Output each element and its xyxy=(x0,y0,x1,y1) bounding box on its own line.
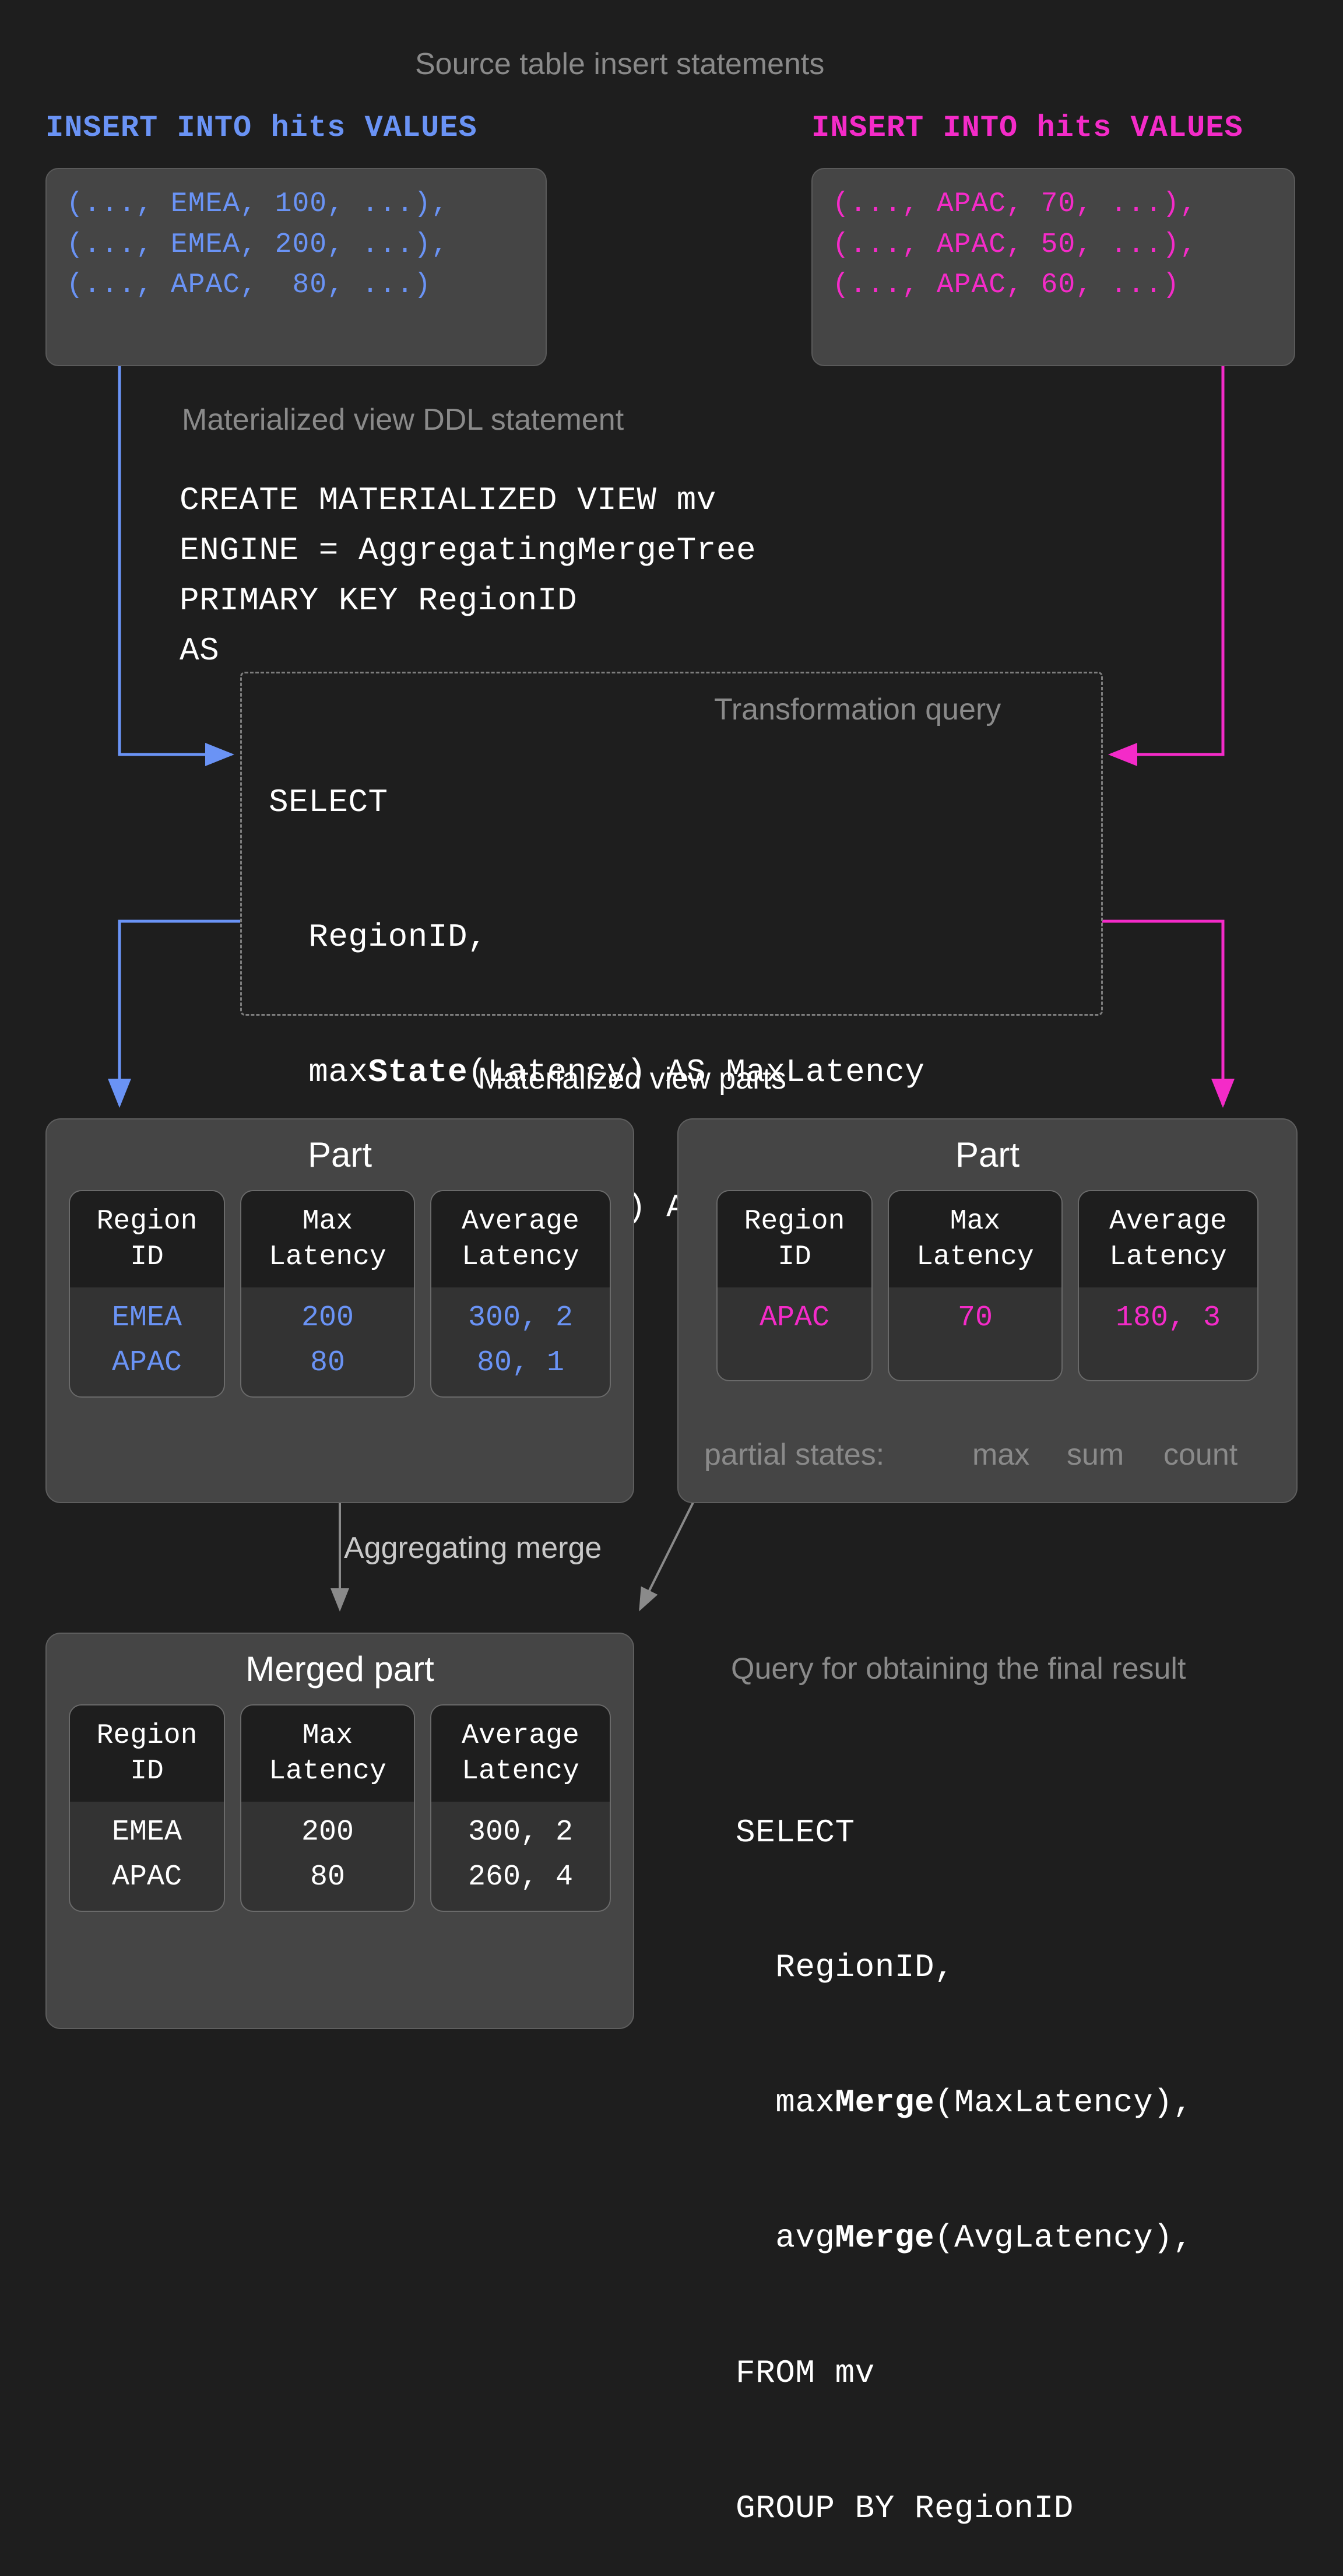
merged-part-column: Average Latency 300, 2 260, 4 xyxy=(430,1704,611,1912)
tq-line-3-pre: max xyxy=(269,1054,368,1092)
table-cell: 70 xyxy=(957,1301,993,1335)
column-header: Max Latency xyxy=(241,1705,414,1802)
table-cell: 260, 4 xyxy=(467,1861,574,1894)
transformation-query-box: Transformation query SELECT RegionID, ma… xyxy=(240,672,1103,1497)
final-query-code: SELECT RegionID, maxMerge(MaxLatency), a… xyxy=(736,1720,1193,2576)
merged-part-title: Merged part xyxy=(245,1650,434,1689)
tq-line-2: RegionID, xyxy=(269,918,488,956)
table-cell: 80 xyxy=(310,1346,345,1380)
part-right-column: Max Latency 70 xyxy=(888,1190,1063,1382)
tq-line-3-bold: State xyxy=(368,1054,468,1092)
insert-left-header: INSERT INTO hits VALUES xyxy=(45,111,477,145)
table-cell: 200 xyxy=(301,1815,354,1849)
heading-source-inserts: Source table insert statements xyxy=(415,47,825,81)
insert-right-row: (..., APAC, 70, ...), xyxy=(832,188,1197,220)
column-header: Average Latency xyxy=(1079,1191,1257,1287)
merged-part-column: Region ID EMEA APAC xyxy=(69,1704,225,1912)
fq-line-3-bold: Merge xyxy=(835,2084,935,2122)
column-header: Region ID xyxy=(70,1191,224,1287)
fq-line-4-bold: Merge xyxy=(835,2219,935,2256)
partial-state-max: max xyxy=(972,1438,1030,1472)
fq-line-5: FROM mv xyxy=(736,2354,875,2392)
part-right-title: Part xyxy=(955,1135,1020,1174)
tq-line-1: SELECT xyxy=(269,783,388,821)
merged-part: Merged part Region ID EMEA APAC Max Late… xyxy=(45,1633,634,2029)
fq-line-4-pre: avg xyxy=(736,2219,835,2256)
part-left-column: Region ID EMEA APAC xyxy=(69,1190,225,1398)
insert-right-header: INSERT INTO hits VALUES xyxy=(811,111,1243,145)
part-right-column: Average Latency 180, 3 xyxy=(1078,1190,1258,1382)
column-header: Max Latency xyxy=(241,1191,414,1287)
ddl-line: CREATE MATERIALIZED VIEW mv xyxy=(180,482,716,519)
table-cell: 180, 3 xyxy=(1115,1301,1221,1335)
part-right-column: Region ID APAC xyxy=(716,1190,873,1382)
part-left-column: Max Latency 200 80 xyxy=(240,1190,415,1398)
fq-line-6: GROUP BY RegionID xyxy=(736,2489,1074,2527)
table-cell: APAC xyxy=(111,1346,182,1380)
fq-line-1: SELECT xyxy=(736,1813,855,1851)
insert-left-row: (..., EMEA, 200, ...), xyxy=(66,229,449,261)
heading-mv-parts: Materialized view parts xyxy=(478,1062,786,1096)
fq-line-4-post: (AvgLatency), xyxy=(934,2219,1193,2256)
partial-states-label: partial states: xyxy=(704,1438,885,1472)
table-cell: EMEA xyxy=(111,1815,182,1849)
fq-line-3-post: (MaxLatency), xyxy=(934,2084,1193,2122)
table-cell: 200 xyxy=(301,1301,354,1335)
heading-transformation-query: Transformation query xyxy=(714,693,1001,727)
merged-part-column: Max Latency 200 80 xyxy=(240,1704,415,1912)
table-cell: 80, 1 xyxy=(476,1346,565,1380)
tq-line-3-post: (Latency) AS MaxLatency xyxy=(467,1054,925,1092)
part-left: Part Region ID EMEA APAC Max Latency 200… xyxy=(45,1118,634,1503)
fq-line-3-pre: max xyxy=(736,2084,835,2122)
insert-right-row: (..., APAC, 50, ...), xyxy=(832,229,1197,261)
column-header: Region ID xyxy=(70,1705,224,1802)
column-header: Max Latency xyxy=(889,1191,1061,1287)
part-left-title: Part xyxy=(307,1135,372,1174)
ddl-line: ENGINE = AggregatingMergeTree xyxy=(180,532,757,569)
part-right: Part Region ID APAC Max Latency 70 Avera… xyxy=(677,1118,1298,1503)
insert-right-box: (..., APAC, 70, ...), (..., APAC, 50, ..… xyxy=(811,168,1295,366)
heading-mv-ddl: Materialized view DDL statement xyxy=(182,403,624,437)
ddl-line: PRIMARY KEY RegionID xyxy=(180,582,578,619)
table-cell: APAC xyxy=(111,1861,182,1894)
ddl-line: AS xyxy=(180,632,220,669)
heading-final-query: Query for obtaining the final result xyxy=(731,1652,1186,1686)
table-cell: 80 xyxy=(310,1861,345,1894)
table-cell: APAC xyxy=(759,1301,830,1335)
heading-aggregating-merge: Aggregating merge xyxy=(344,1531,602,1565)
fq-line-2: RegionID, xyxy=(736,1949,955,1987)
column-header: Average Latency xyxy=(431,1191,610,1287)
partial-state-sum: sum xyxy=(1067,1438,1124,1472)
partial-state-count: count xyxy=(1163,1438,1238,1472)
insert-right-row: (..., APAC, 60, ...) xyxy=(832,269,1180,301)
column-header: Average Latency xyxy=(431,1705,610,1802)
insert-left-box: (..., EMEA, 100, ...), (..., EMEA, 200, … xyxy=(45,168,547,366)
table-cell: EMEA xyxy=(111,1301,182,1335)
table-cell: 300, 2 xyxy=(467,1815,574,1849)
insert-left-row: (..., APAC, 80, ...) xyxy=(66,269,431,301)
table-cell: 300, 2 xyxy=(467,1301,574,1335)
column-header: Region ID xyxy=(718,1191,871,1287)
part-left-column: Average Latency 300, 2 80, 1 xyxy=(430,1190,611,1398)
insert-left-row: (..., EMEA, 100, ...), xyxy=(66,188,449,220)
